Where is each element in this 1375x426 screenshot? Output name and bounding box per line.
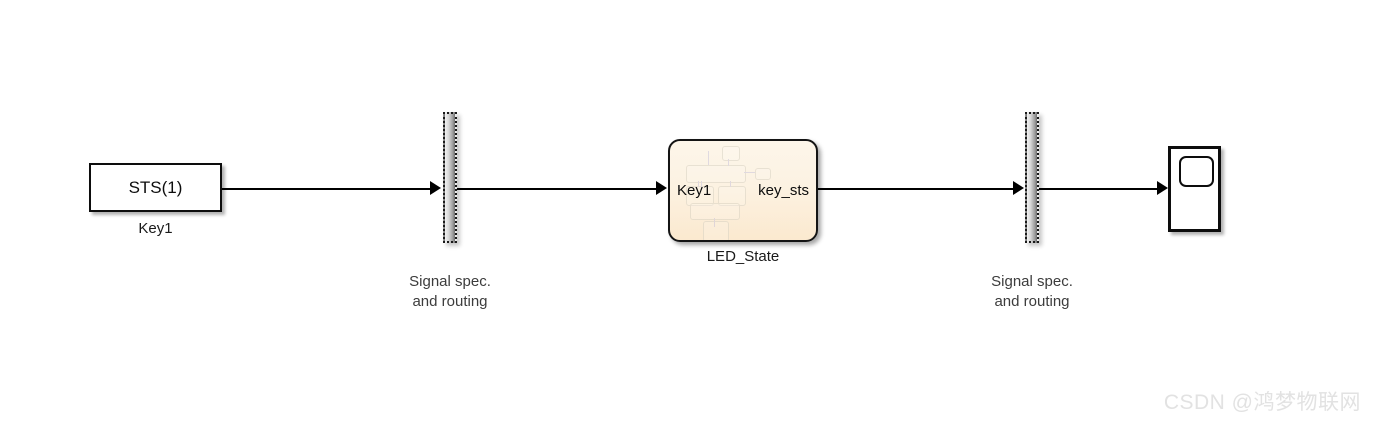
block-sts-text: STS(1) [128, 177, 183, 197]
block-stateflow-chart[interactable]: Key1 key_sts [668, 139, 818, 242]
arrowhead-routing-left-in [430, 181, 441, 195]
arrowhead-scope-in [1157, 181, 1168, 195]
block-routing-left[interactable] [443, 112, 457, 243]
routing-left-label-line2: and routing [412, 293, 488, 311]
routing-left-label-line1: Signal spec. [409, 273, 491, 290]
block-scope[interactable] [1168, 146, 1221, 232]
signal-line-routing-right-to-scope[interactable] [1039, 188, 1163, 190]
routing-right-label-line1: Signal spec. [991, 273, 1073, 290]
routing-right-label-line2: and routing [994, 293, 1070, 311]
block-label-key1: Key1 [138, 220, 173, 237]
block-label-routing-right: Signal spec. and routing [970, 272, 1094, 313]
scope-screen-icon [1179, 156, 1214, 187]
signal-line-routing-left-to-chart[interactable] [457, 188, 659, 190]
chart-output-port-label: key_sts [758, 182, 809, 199]
signal-line-source-to-routing-left[interactable] [222, 188, 434, 190]
block-routing-right[interactable] [1025, 112, 1039, 243]
arrowhead-chart-in [656, 181, 667, 195]
csdn-watermark: CSDN @鸿梦物联网 [1163, 391, 1361, 414]
stateflow-watermark-icon [670, 141, 816, 240]
chart-port-labels: Key1 key_sts [670, 141, 816, 240]
signal-line-chart-to-routing-right[interactable] [818, 188, 1020, 190]
block-sts-source[interactable]: STS(1) [89, 163, 222, 212]
block-label-routing-left: Signal spec. and routing [388, 272, 512, 313]
chart-input-port-label: Key1 [677, 182, 712, 199]
arrowhead-routing-right-in [1013, 181, 1024, 195]
block-label-led-state: LED_State [706, 248, 780, 265]
